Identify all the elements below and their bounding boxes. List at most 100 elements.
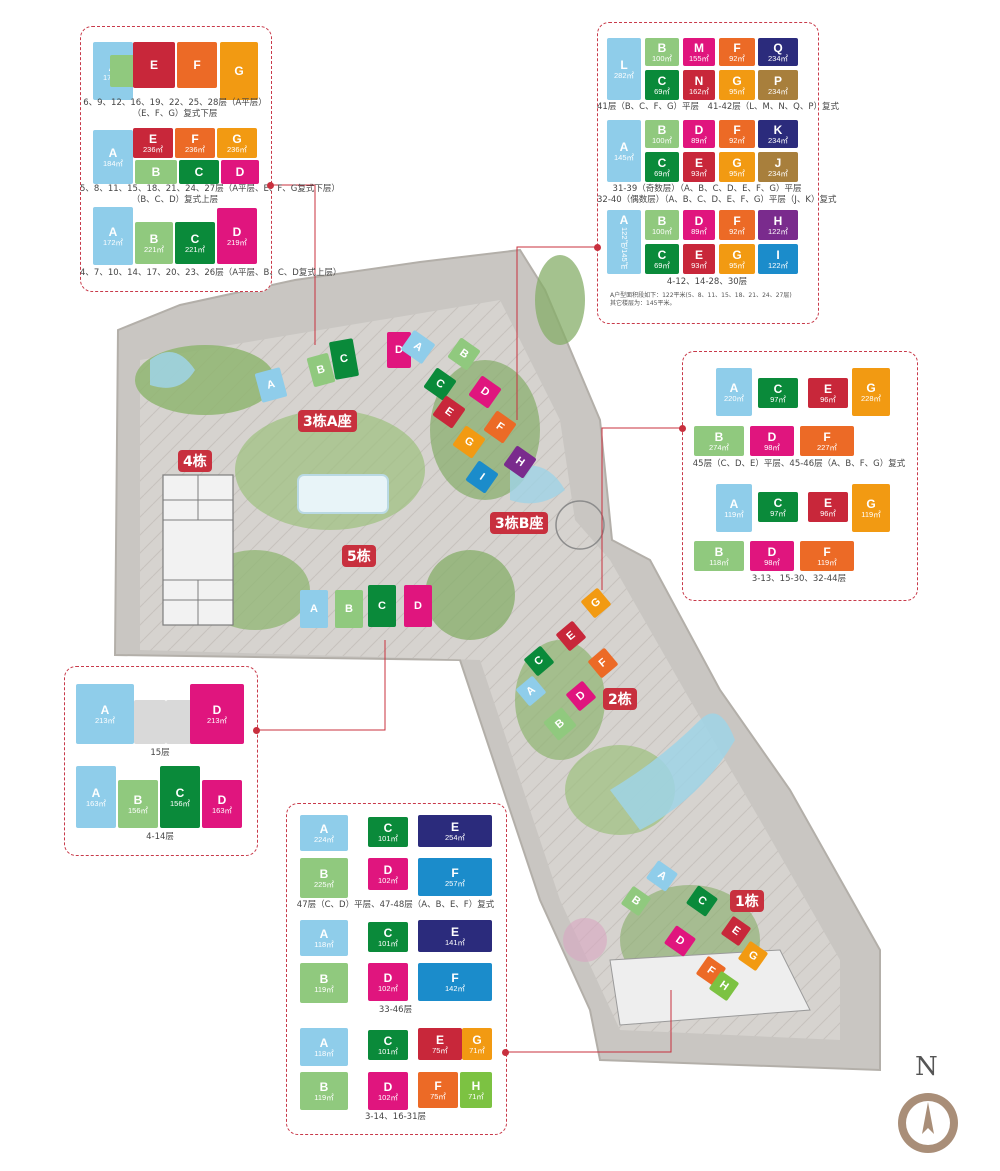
site-unit-b[interactable]: B xyxy=(335,590,363,628)
building-label-4[interactable]: 4栋 xyxy=(178,450,212,472)
site-unit-c[interactable]: C xyxy=(368,585,396,627)
building-label-2[interactable]: 2栋 xyxy=(603,688,637,710)
caption-3a-floor1: 6、9、12、16、19、22、25、28层（A平层） （E、F、G）复式下层 xyxy=(83,98,267,119)
unit-label: A xyxy=(100,702,110,717)
floorplan-unit-b[interactable]: B xyxy=(135,160,177,184)
building-label-5[interactable]: 5栋 xyxy=(342,545,376,567)
unit-area: 224㎡ xyxy=(313,834,334,844)
unit-area: 142㎡ xyxy=(444,983,465,993)
floorplan-unit-c[interactable]: C xyxy=(179,160,219,184)
caption-1-floor3: 3-14、16-31层 xyxy=(365,1112,426,1122)
floorplan-unit[interactable] xyxy=(134,700,166,744)
floorplan-unit-g[interactable]: G xyxy=(220,42,258,100)
floorplan-unit-e[interactable]: E xyxy=(133,42,175,88)
floorplan-unit-d[interactable]: D xyxy=(221,160,259,184)
site-unit-d[interactable]: D xyxy=(404,585,432,627)
unit-label: D xyxy=(235,164,245,179)
floorplan-unit-f[interactable]: F xyxy=(177,42,217,88)
building-label-3b[interactable]: 3栋B座 xyxy=(490,512,549,534)
unit-area: 100㎡ xyxy=(651,226,672,236)
building-label-1[interactable]: 1栋 xyxy=(730,890,764,912)
building-label-3a[interactable]: 3栋A座 xyxy=(298,410,357,432)
unit-area: 89㎡ xyxy=(691,226,707,236)
site-unit-a[interactable]: A xyxy=(300,590,328,628)
